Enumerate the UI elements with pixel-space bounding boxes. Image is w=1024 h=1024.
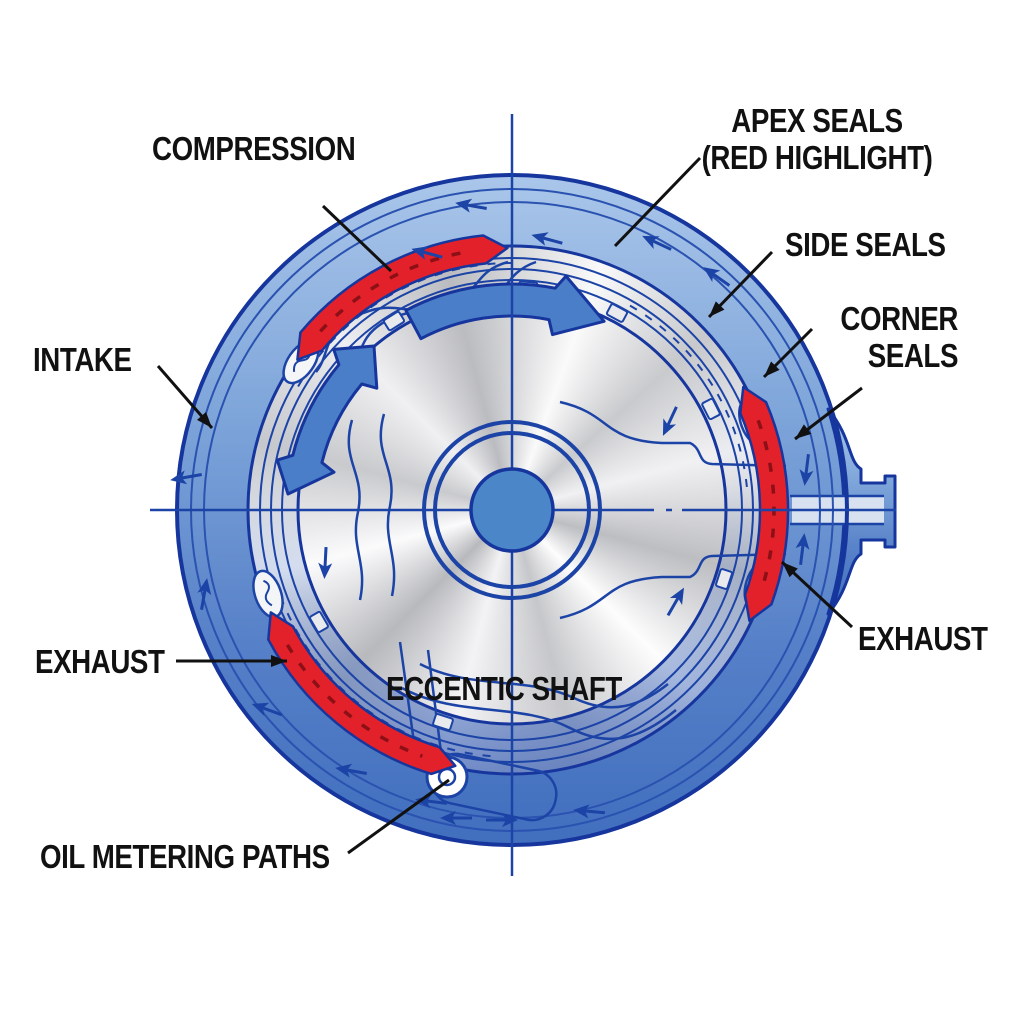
label-apex-seals: APEX SEALS (RED HIGHLIGHT) [695, 102, 939, 176]
apex-seal-bottom-left [267, 611, 457, 776]
apex-seals-pointer [613, 156, 702, 248]
rotation-arrows [275, 274, 606, 496]
label-corner-seals: CORNER SEALS [840, 300, 958, 374]
rotation-arrow-top [404, 274, 606, 341]
apex-seal-dashes [285, 249, 776, 758]
apex-seals-red [267, 234, 790, 776]
label-exhaust-right: EXHAUST [858, 620, 988, 657]
apex-seal-right [739, 385, 790, 622]
label-corner-seals-line1: CORNER [840, 300, 958, 337]
eccentric-shaft-center [422, 420, 602, 600]
label-exhaust-left: EXHAUST [35, 643, 165, 680]
label-eccentric-shaft: ECCENTIC SHAFT [386, 670, 622, 707]
label-intake: INTAKE [33, 341, 132, 378]
compression-pointer [321, 204, 393, 273]
label-side-seals: SIDE SEALS [785, 226, 946, 263]
label-compression: COMPRESSION [152, 130, 356, 167]
label-oil-metering-paths: OIL METERING PATHS [40, 838, 330, 875]
apex-seal-top-left [296, 234, 509, 361]
label-apex-seals-line2: (RED HIGHLIGHT) [701, 139, 933, 176]
oil-metering-pointer [347, 778, 450, 855]
rotation-arrow-left-double [275, 344, 379, 496]
label-corner-seals-line2: SEALS [867, 337, 959, 374]
label-apex-seals-line1: APEX SEALS [731, 102, 903, 139]
